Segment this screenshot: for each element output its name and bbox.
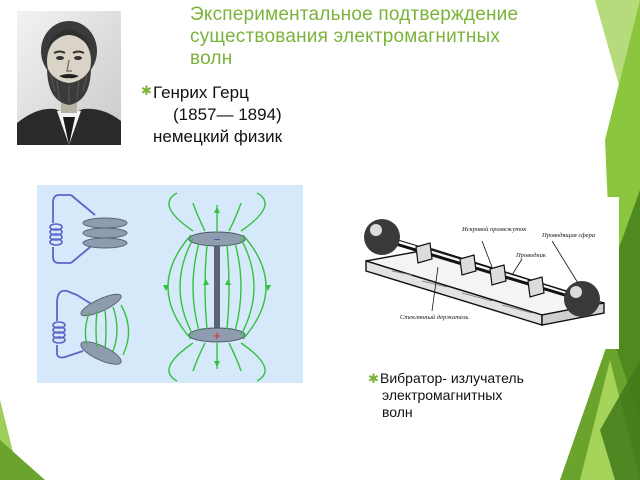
label-conducting-sphere: Проводящая сфера: [541, 232, 595, 239]
bullet-list-hertz: ✱ Генрих Герц (1857— 1894) немецкий физи…: [141, 82, 371, 148]
bullet-list-vibrator: ✱ Вибратор- излучатель электромагнитных …: [368, 370, 608, 421]
minus-sign: −: [214, 234, 220, 246]
bullet-line: электромагнитных: [382, 387, 503, 403]
bullet-line: немецкий физик: [153, 127, 283, 146]
hertz-portrait: [17, 11, 121, 145]
label-conductor: Проводник: [515, 252, 547, 259]
bullet-item-vibrator: ✱ Вибратор- излучатель электромагнитных …: [368, 370, 608, 421]
hertz-vibrator-drawing: Искровой промежуток Проводящая сфера Про…: [352, 197, 619, 349]
slide-title: Экспериментальное подтверждение существо…: [190, 4, 610, 70]
bullet-icon: ✱: [368, 371, 379, 386]
title-line-3: волн: [190, 48, 233, 69]
electric-field-diagram: − +: [37, 185, 303, 383]
bullet-icon: ✱: [141, 83, 152, 98]
bullet-line: волн: [382, 404, 413, 420]
title-line-2: существования электромагнитных: [190, 26, 501, 47]
label-spark-gap: Искровой промежуток: [461, 226, 527, 233]
bullet-item-hertz: ✱ Генрих Герц (1857— 1894) немецкий физи…: [141, 82, 371, 148]
plus-sign: +: [213, 328, 221, 343]
bullet-line: Вибратор- излучатель: [380, 370, 524, 386]
label-glass-holder: Стеклянный держатель: [400, 314, 469, 321]
bullet-line: (1857— 1894): [173, 105, 282, 124]
bullet-line: Генрих Герц: [153, 83, 249, 102]
title-line-1: Экспериментальное подтверждение: [190, 4, 519, 25]
